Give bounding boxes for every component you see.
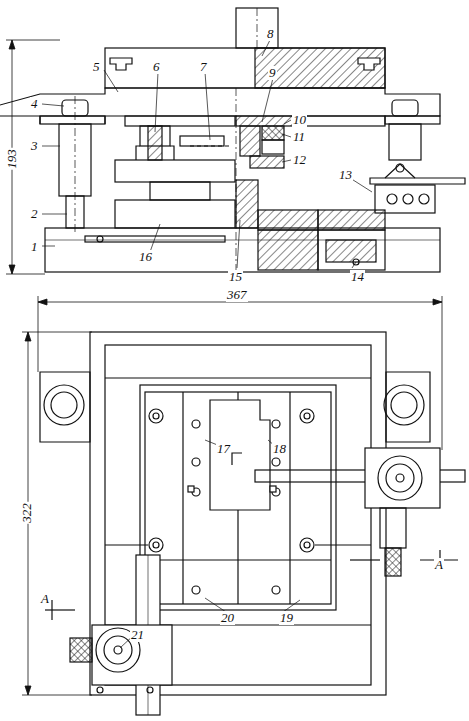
callout-number: 17	[216, 442, 231, 456]
dimension-value: 193	[5, 148, 19, 170]
leader-lines	[42, 40, 372, 648]
dimension-value: 367	[226, 288, 248, 302]
callout-number: 19	[279, 611, 294, 625]
callout-number: 11	[292, 130, 306, 144]
dimension-lines	[6, 40, 442, 695]
section-mark: A	[40, 592, 50, 606]
front-section	[0, 8, 465, 276]
dimension-value: 322	[20, 502, 34, 524]
callout-number: 21	[130, 628, 145, 642]
callout-number: 12	[292, 153, 307, 167]
callout-number: 3	[30, 139, 39, 153]
callout-number: 4	[30, 97, 39, 111]
callout-number: 6	[152, 60, 161, 74]
callout-number: 20	[220, 611, 235, 625]
callout-number: 14	[350, 270, 365, 284]
callout-number: 5	[92, 60, 101, 74]
callout-number: 10	[292, 113, 307, 127]
callout-number: 9	[268, 66, 277, 80]
callout-number: 16	[138, 250, 153, 264]
callout-number: 15	[228, 270, 243, 284]
callout-number: 18	[272, 442, 287, 456]
callout-number: 2	[30, 207, 39, 221]
section-mark: A	[434, 558, 444, 572]
plan-view	[40, 332, 465, 715]
callout-number: 8	[266, 27, 275, 41]
callout-number: 7	[199, 60, 208, 74]
callout-number: 13	[338, 168, 353, 182]
callout-number: 1	[30, 240, 39, 254]
